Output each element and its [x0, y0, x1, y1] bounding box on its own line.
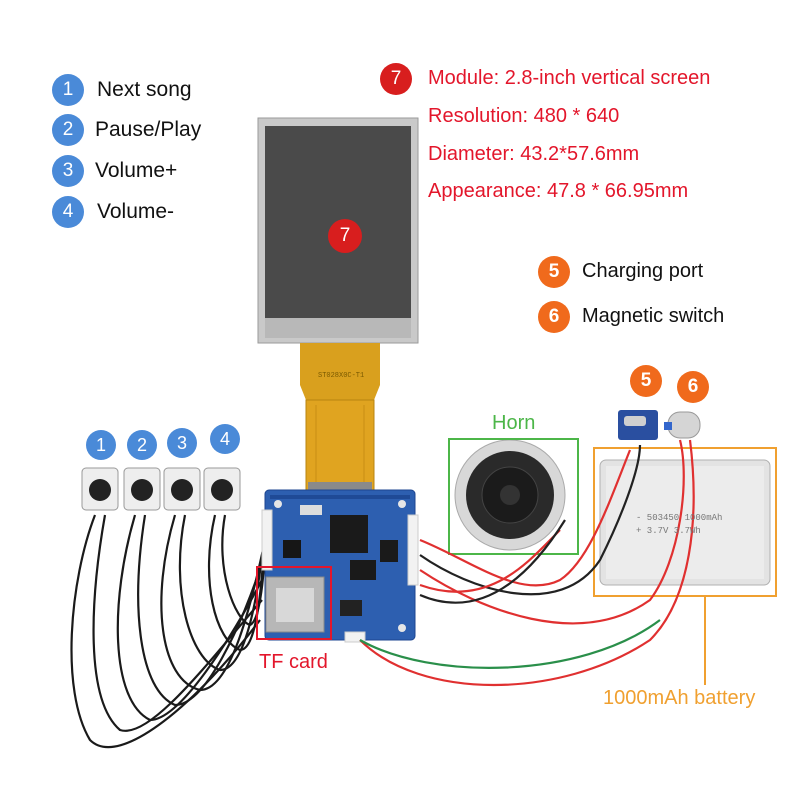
- screen-marker: 7: [328, 219, 362, 253]
- legend-marker-2: 2: [52, 114, 84, 146]
- port-label-charging: Charging port: [582, 260, 704, 282]
- port-marker-6-photo: 6: [677, 371, 709, 403]
- tf-card-slot: [265, 576, 325, 633]
- battery-outline: [593, 447, 777, 597]
- battery-label: 1000mAh battery: [603, 687, 756, 709]
- button-marker-1: 1: [86, 430, 116, 460]
- fpc-print: ST028X0C-T1: [318, 372, 365, 380]
- port-label-magnetic: Magnetic switch: [582, 305, 725, 327]
- tact-switches: [81, 467, 241, 511]
- spec-module: Module: 2.8-inch vertical screen: [428, 67, 711, 89]
- button-wires: [70, 511, 269, 749]
- battery-print-line-1: - 503450 1000mAh: [636, 513, 723, 523]
- legend-label-pause-play: Pause/Play: [95, 118, 202, 141]
- button-marker-2: 2: [127, 430, 157, 460]
- charging-port-module: [618, 410, 658, 440]
- spec-diameter: Diameter: 43.2*57.6mm: [428, 143, 640, 165]
- tf-outline: [256, 566, 332, 640]
- battery: [599, 459, 771, 586]
- legend-marker-1: 1: [52, 74, 84, 106]
- legend-marker-3: 3: [52, 155, 84, 187]
- module-marker: 7: [380, 63, 412, 95]
- colored-wires: [359, 439, 695, 686]
- horn-outline: [448, 438, 579, 555]
- port-marker-6: 6: [538, 301, 570, 333]
- legend-label-volume-down: Volume-: [97, 200, 175, 223]
- port-marker-5: 5: [538, 256, 570, 288]
- spec-resolution: Resolution: 480 * 640: [428, 105, 620, 127]
- legend-marker-4: 4: [52, 196, 84, 228]
- fpc-cable: [300, 343, 380, 492]
- legend-label-volume-up: Volume+: [95, 159, 178, 182]
- button-marker-3: 3: [167, 428, 197, 458]
- legend-label-next-song: Next song: [97, 78, 192, 101]
- speaker: [454, 439, 566, 551]
- battery-print-line-2: + 3.7V 3.7Wh: [636, 526, 701, 536]
- tf-card-label: TF card: [259, 651, 328, 673]
- magnetic-switch-module: [664, 411, 701, 439]
- spec-appearance: Appearance: 47.8 * 66.95mm: [428, 180, 689, 202]
- horn-label: Horn: [492, 412, 536, 434]
- button-marker-4: 4: [210, 424, 240, 454]
- port-marker-5-photo: 5: [630, 365, 662, 397]
